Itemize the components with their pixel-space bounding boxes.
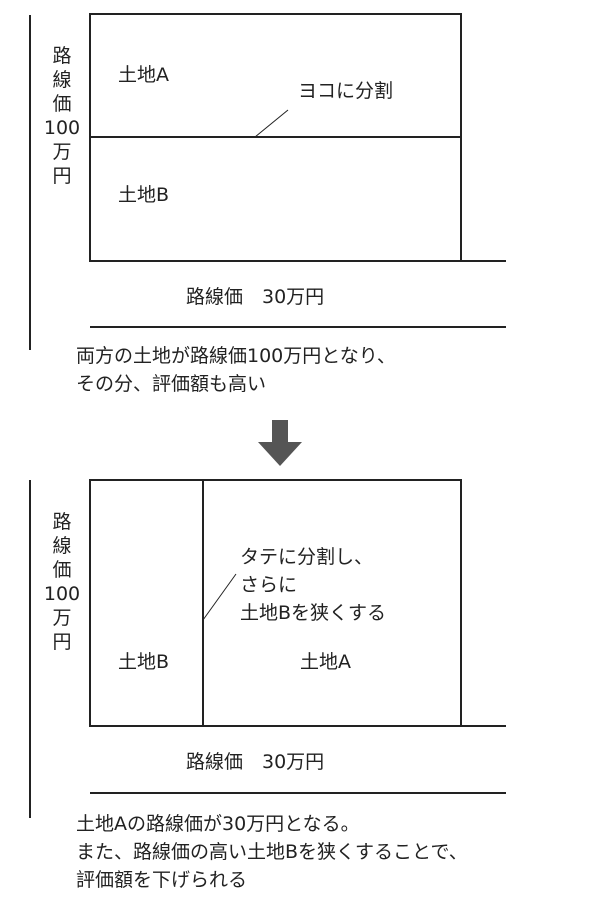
land-a-label-top: 土地A bbox=[118, 64, 169, 86]
note-line: さらに bbox=[240, 574, 298, 596]
caption-line: 土地Aの路線価が30万円となる。 bbox=[76, 813, 360, 835]
down-arrow-icon bbox=[258, 420, 302, 466]
label-char: 万 bbox=[52, 607, 72, 629]
caption-line: 両方の土地が路線価100万円となり、 bbox=[76, 345, 396, 367]
caption-line: 評価額を下げられる bbox=[76, 869, 248, 891]
land-a-label-bottom: 土地A bbox=[300, 651, 351, 673]
label-char: 100 bbox=[43, 117, 81, 139]
caption-bottom: 土地Aの路線価が30万円となる。 また、路線価の高い土地Bを狭くすることで、 評… bbox=[76, 810, 468, 894]
split-note-bottom: タテに分割し、 さらに 土地Bを狭くする bbox=[240, 543, 386, 627]
front-road-label-bottom: 路線価 30万円 bbox=[186, 751, 325, 773]
label-char: 100 bbox=[43, 583, 81, 605]
caption-line: また、路線価の高い土地Bを狭くすることで、 bbox=[76, 841, 468, 863]
label-char: 円 bbox=[52, 631, 72, 653]
label-char: 路 bbox=[52, 45, 72, 67]
land-b-label-bottom: 土地B bbox=[118, 651, 170, 673]
land-b-label-top: 土地B bbox=[118, 184, 170, 206]
front-road-label-top: 路線価 30万円 bbox=[186, 286, 325, 308]
side-road-label-bottom: 路 線 価 100 万 円 bbox=[42, 510, 82, 654]
label-char: 価 bbox=[52, 559, 72, 581]
side-road-label-top: 路 線 価 100 万 円 bbox=[42, 44, 82, 188]
label-char: 線 bbox=[52, 69, 72, 91]
label-char: 線 bbox=[52, 535, 72, 557]
leader-line-bottom bbox=[202, 573, 237, 621]
label-char: 路 bbox=[52, 511, 72, 533]
note-line: 土地Bを狭くする bbox=[240, 602, 387, 624]
caption-line: その分、評価額も高い bbox=[76, 373, 267, 395]
leader-line-top bbox=[254, 109, 289, 138]
label-char: 価 bbox=[52, 93, 72, 115]
label-char: 円 bbox=[52, 165, 72, 187]
note-line: タテに分割し、 bbox=[240, 546, 374, 568]
split-note-top: ヨコに分割 bbox=[298, 80, 394, 102]
caption-top: 両方の土地が路線価100万円となり、 その分、評価額も高い bbox=[76, 342, 396, 398]
lot-outline-bottom bbox=[89, 479, 462, 727]
label-char: 万 bbox=[52, 141, 72, 163]
